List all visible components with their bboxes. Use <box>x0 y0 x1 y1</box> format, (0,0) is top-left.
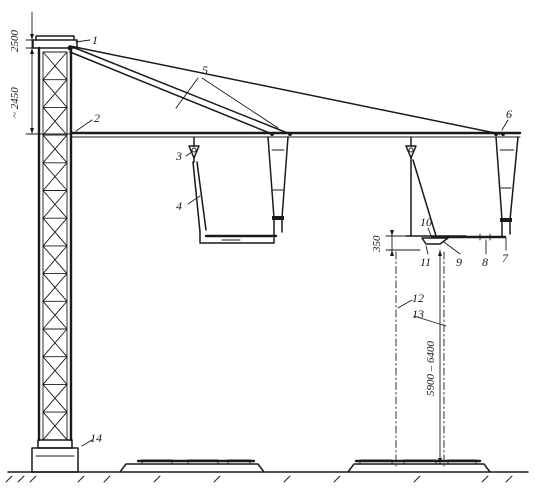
callout-7: 7 <box>502 251 509 265</box>
callout-leaders <box>75 39 509 447</box>
track-left <box>119 459 265 473</box>
callout-1: 1 <box>92 33 98 47</box>
ground-line <box>5 471 529 483</box>
dim-wire-offset: 350 <box>371 235 383 253</box>
callout-2: 2 <box>94 111 100 125</box>
callout-8: 8 <box>482 255 488 269</box>
track-centre-lines <box>395 251 445 467</box>
callout-12: 12 <box>412 291 424 305</box>
dim-wire-height: 5900 – 6400 <box>425 341 437 397</box>
lattice-mast <box>32 35 78 442</box>
callout-9: 9 <box>456 255 462 269</box>
callout-6: 6 <box>506 107 512 121</box>
callout-13: 13 <box>412 307 424 321</box>
dimension-lines <box>25 11 442 465</box>
cross-beam <box>69 131 522 138</box>
dim-top-offset: 2500 <box>9 30 21 53</box>
callout-5: 5 <box>202 63 208 77</box>
left-suspension <box>188 136 289 244</box>
track-right <box>347 459 491 473</box>
callout-10: 10 <box>420 215 432 229</box>
callout-4: 4 <box>176 199 182 213</box>
tie-rods <box>67 45 505 136</box>
mast-foundation <box>31 439 79 473</box>
callout-14: 14 <box>90 431 102 445</box>
dim-bracket-spacing: ~ 2450 <box>9 87 21 118</box>
mast-bracing <box>42 51 68 441</box>
callout-3: 3 <box>175 149 182 163</box>
callout-11: 11 <box>420 255 431 269</box>
right-suspension <box>405 136 519 245</box>
